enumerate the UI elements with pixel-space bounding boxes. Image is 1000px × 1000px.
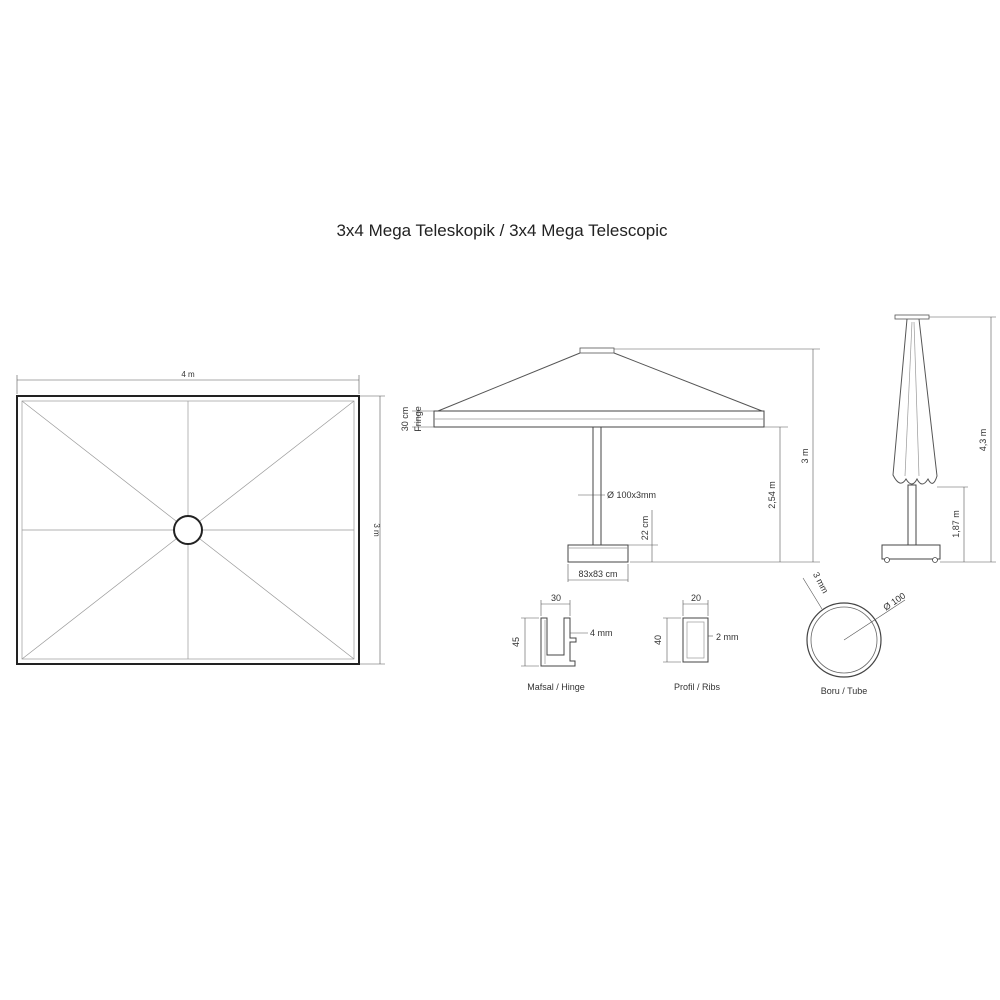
tube-diameter-line bbox=[843, 599, 906, 641]
top-view: 4 m 3 m bbox=[16, 370, 385, 665]
folded-canopy bbox=[892, 318, 938, 485]
ribs-caption: Profil / Ribs bbox=[674, 682, 721, 692]
tube-diameter-label: Ø 100 bbox=[881, 591, 907, 613]
base-height-label: 22 cm bbox=[640, 516, 650, 541]
rib-line bbox=[21, 400, 177, 522]
hinge-detail: 30 45 4 mm Mafsal / Hinge bbox=[511, 593, 613, 692]
ribs-width-label: 20 bbox=[691, 593, 701, 603]
hinge-height-label: 45 bbox=[511, 637, 521, 647]
top-height-label: 3 m bbox=[372, 523, 381, 537]
closed-clearance-label: 1,87 m bbox=[951, 510, 961, 538]
pole bbox=[592, 426, 602, 546]
hinge-thickness-label: 4 mm bbox=[590, 628, 613, 638]
ribs-detail: 20 40 2 mm Profil / Ribs bbox=[653, 593, 739, 692]
base-block bbox=[567, 544, 629, 563]
tube-wall-label: 3 mm bbox=[811, 570, 830, 595]
fringe-height-label: 30 cm bbox=[400, 407, 410, 432]
hinge-width-label: 30 bbox=[551, 593, 561, 603]
hinge-profile bbox=[540, 617, 577, 667]
base-size-label: 83x83 cm bbox=[578, 569, 617, 579]
side-view-closed: 4,3 m 1,87 m bbox=[881, 314, 996, 563]
closed-total-height-label: 4,3 m bbox=[978, 429, 988, 452]
fringe-word-label: Fringe bbox=[413, 406, 423, 432]
tube-caption: Boru / Tube bbox=[821, 686, 868, 696]
ribs-thickness-label: 2 mm bbox=[716, 632, 739, 642]
total-height-label: 3 m bbox=[800, 448, 810, 463]
pole-diameter-label: Ø 100x3mm bbox=[607, 490, 656, 500]
hinge-caption: Mafsal / Hinge bbox=[527, 682, 585, 692]
clearance-label: 2,54 m bbox=[767, 481, 777, 509]
tube-detail: Ø 100 3 mm Boru / Tube bbox=[802, 570, 907, 696]
canopy-top-cap bbox=[579, 347, 615, 354]
side-view-open: 30 cm Fringe Ø 100x3mm 3 m 2,54 m 22 cm … bbox=[400, 347, 820, 582]
ribs-height-label: 40 bbox=[653, 635, 663, 645]
top-width-label: 4 m bbox=[181, 370, 195, 379]
center-hub-circle bbox=[173, 515, 203, 545]
closed-base-block bbox=[881, 544, 941, 560]
drawing-title: 3x4 Mega Teleskopik / 3x4 Mega Telescopi… bbox=[336, 221, 668, 240]
closed-pole bbox=[907, 484, 917, 546]
tube-wall-line bbox=[802, 577, 823, 610]
closed-top-cap bbox=[894, 314, 930, 320]
canopy-outline bbox=[16, 395, 360, 665]
